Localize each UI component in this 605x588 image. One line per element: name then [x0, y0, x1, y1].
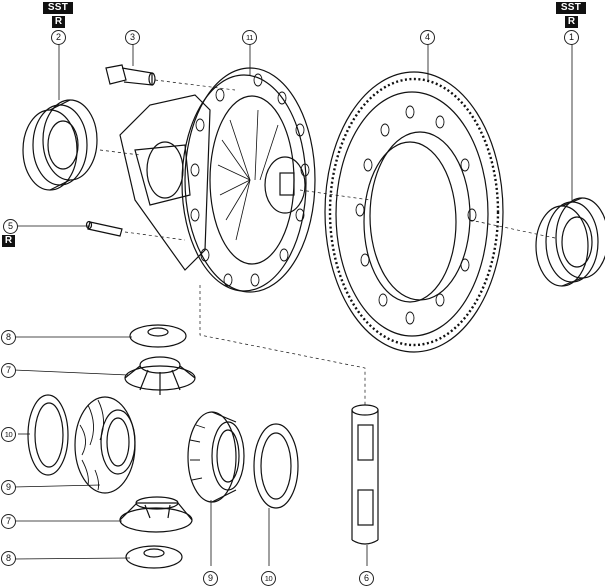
- side-gear-thrust-washer-left: [27, 394, 69, 476]
- callout-7-upper: 7: [1, 363, 16, 378]
- ring-gear: [324, 71, 504, 353]
- assembly-center-lines: [99, 79, 556, 405]
- pinion-gear-upper: [124, 356, 196, 395]
- sst-badge-right: SST: [556, 2, 586, 14]
- callout-11: 11: [242, 30, 257, 45]
- callout-7-lower: 7: [1, 514, 16, 529]
- leader-lines: [13, 44, 573, 566]
- side-bearing-left: [22, 99, 98, 191]
- spring-pin: [85, 220, 123, 237]
- callout-10-right: 10: [261, 571, 276, 586]
- side-gear-right: [187, 411, 245, 503]
- pinion-thrust-washer-upper: [129, 324, 187, 348]
- callout-2: 2: [51, 30, 66, 45]
- side-bearing-right: [535, 197, 605, 287]
- pinion-gear-lower: [119, 496, 193, 533]
- callout-4: 4: [420, 30, 435, 45]
- side-gear-thrust-washer-right: [253, 423, 299, 509]
- ring-gear-bolt: [105, 64, 156, 86]
- callout-3: 3: [125, 30, 140, 45]
- callout-10-left: 10: [1, 427, 16, 442]
- callout-5: 5: [3, 219, 18, 234]
- callout-6: 6: [359, 571, 374, 586]
- r-badge-spring-pin: R: [2, 235, 15, 247]
- sst-badge-left: SST: [43, 2, 73, 14]
- pinion-shaft: [351, 404, 379, 545]
- callout-8-upper: 8: [1, 330, 16, 345]
- callout-1: 1: [564, 30, 579, 45]
- r-badge-right: R: [565, 16, 578, 28]
- side-gear-left: [74, 396, 136, 494]
- pinion-thrust-washer-lower: [125, 545, 183, 569]
- callout-9-left: 9: [1, 480, 16, 495]
- callout-9-right: 9: [203, 571, 218, 586]
- r-badge-left: R: [52, 16, 65, 28]
- differential-case: [119, 67, 316, 293]
- callout-8-lower: 8: [1, 551, 16, 566]
